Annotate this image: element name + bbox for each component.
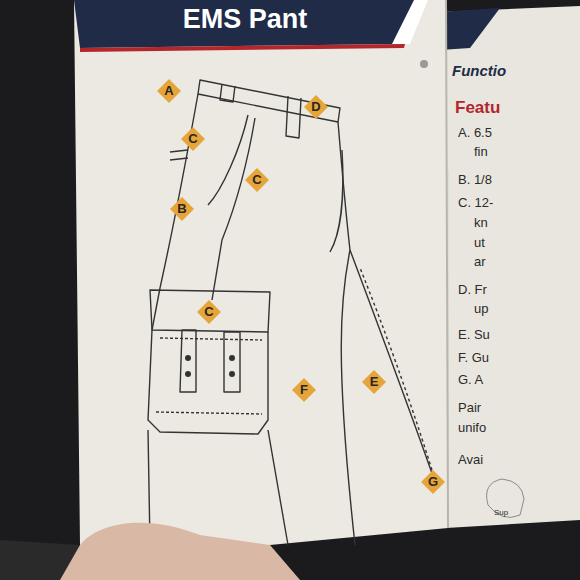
card-title: EMS Pant xyxy=(150,4,340,35)
feature-text: D. Fr xyxy=(458,282,487,297)
callout-letter: C xyxy=(196,299,222,325)
callout-diamond: E xyxy=(361,369,387,395)
feature-text: Avai xyxy=(458,452,483,467)
callout-diamond: D xyxy=(303,94,329,120)
callout-letter: B xyxy=(169,196,195,222)
feature-text: A. 6.5 xyxy=(458,125,492,140)
callout-letter: A xyxy=(156,78,182,104)
callout-diamond: C xyxy=(196,299,222,325)
callout-letter: D xyxy=(303,94,329,120)
feature-text: C. 12- xyxy=(458,195,493,210)
callout-letter: G xyxy=(420,469,446,495)
callout-letter: C xyxy=(244,167,270,193)
feature-text: Sup xyxy=(494,508,508,517)
feature-text: Pair xyxy=(458,400,481,415)
feature-text: ut xyxy=(474,235,485,250)
callout-diamond: C xyxy=(180,126,206,152)
feature-text: up xyxy=(474,301,488,316)
feature-text: ar xyxy=(474,254,486,269)
callout-diamond: A xyxy=(156,78,182,104)
feature-text: fin xyxy=(474,144,488,159)
feature-text: unifo xyxy=(458,420,486,435)
panel-heading: Featu xyxy=(455,98,500,118)
feature-text: F. Gu xyxy=(458,350,489,365)
feature-text: kn xyxy=(474,215,488,230)
feature-text: E. Su xyxy=(458,327,490,342)
panel-heading: Functio xyxy=(452,62,506,79)
feature-text: B. 1/8 xyxy=(458,172,492,187)
callout-letter: C xyxy=(180,126,206,152)
callout-diamond: B xyxy=(169,196,195,222)
callout-letter: E xyxy=(361,369,387,395)
feature-text: G. A xyxy=(458,372,483,387)
callout-diamond: F xyxy=(291,377,317,403)
callout-diamond: G xyxy=(420,469,446,495)
callout-letter: F xyxy=(291,377,317,403)
callout-diamond: C xyxy=(244,167,270,193)
